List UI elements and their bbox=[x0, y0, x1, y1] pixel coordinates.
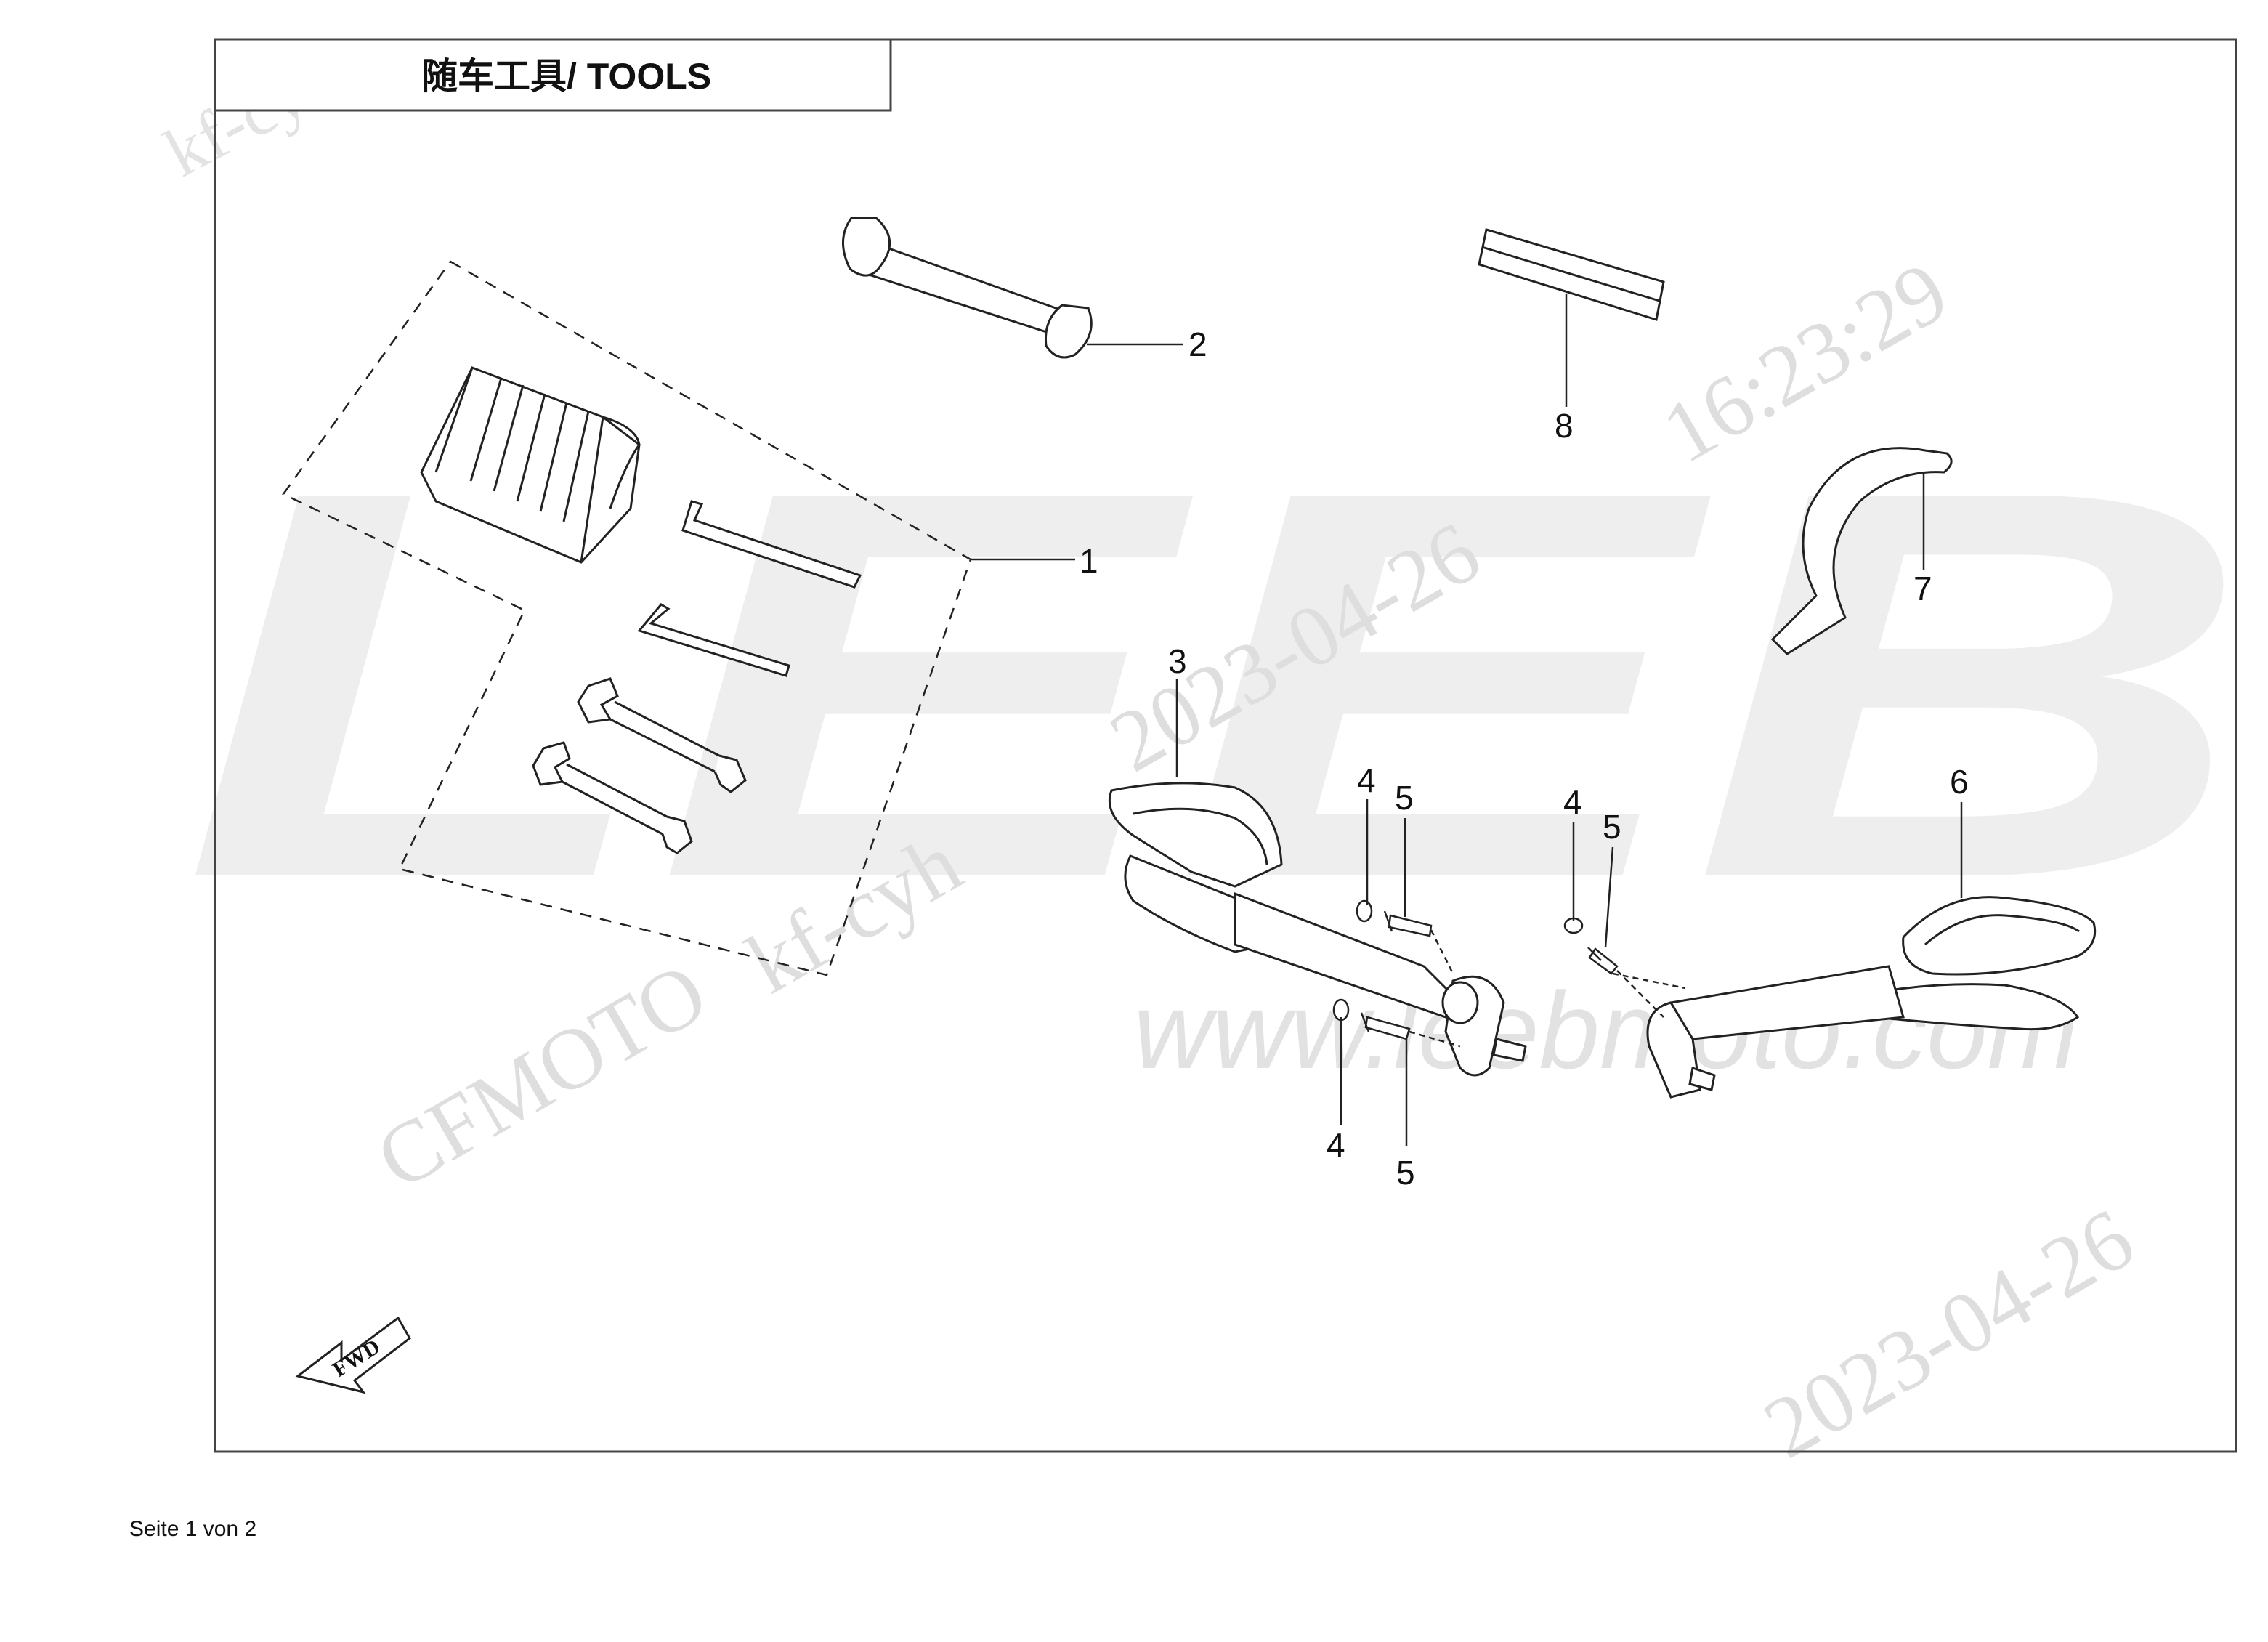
page-footer: Seite 1 von 2 bbox=[129, 1517, 257, 1541]
leader-lines bbox=[971, 294, 1963, 1146]
diagram-frame bbox=[214, 38, 2237, 1453]
watermark-layer: LEEB kf-cyh 2023-04-26 16:23:29 kf-cyh C… bbox=[153, 37, 2252, 1476]
callout-1: 1 bbox=[1080, 542, 1098, 580]
callout-6: 6 bbox=[1950, 763, 1969, 801]
tool-pouch bbox=[420, 366, 641, 564]
right-mirror-assembly bbox=[1646, 896, 2097, 1099]
allen-key-large bbox=[681, 500, 862, 589]
washer-lower-left bbox=[1332, 998, 1350, 1022]
callout-2: 2 bbox=[1188, 325, 1207, 363]
tommy-bar bbox=[842, 217, 1093, 359]
left-mirror-assembly bbox=[1108, 782, 1527, 1077]
allen-key-small bbox=[637, 603, 790, 677]
callout-4-upper-left: 4 bbox=[1357, 761, 1376, 799]
left-fasteners bbox=[1332, 899, 1461, 1048]
wrench-upper bbox=[577, 677, 747, 793]
title-box: 随车工具/ TOOLS bbox=[214, 38, 892, 112]
tool-kit-group bbox=[282, 260, 972, 976]
callout-3: 3 bbox=[1168, 642, 1187, 680]
callout-5-upper-left: 5 bbox=[1395, 779, 1414, 817]
page-title: 随车工具/ TOOLS bbox=[421, 56, 711, 97]
watermark-date-bottom: 2023-04-26 bbox=[1749, 1189, 2149, 1476]
callout-5-lower-left: 5 bbox=[1396, 1154, 1415, 1192]
wrench-lower bbox=[532, 741, 693, 854]
flat-strip bbox=[1478, 228, 1665, 321]
callout-7: 7 bbox=[1913, 570, 1932, 607]
washer-upper-left bbox=[1356, 899, 1373, 923]
bolt-upper-left bbox=[1383, 910, 1433, 937]
hook-wrench bbox=[1770, 447, 1953, 655]
fwd-arrow: FWD bbox=[295, 1316, 411, 1394]
callout-8: 8 bbox=[1555, 407, 1574, 445]
callout-4-right: 4 bbox=[1563, 783, 1582, 821]
bolt-right bbox=[1587, 947, 1619, 975]
callouts: 1 2 8 7 3 6 4 5 4 5 4 5 bbox=[1080, 325, 1969, 1192]
callout-4-lower-left: 4 bbox=[1327, 1126, 1345, 1164]
callout-5-right: 5 bbox=[1603, 808, 1621, 846]
